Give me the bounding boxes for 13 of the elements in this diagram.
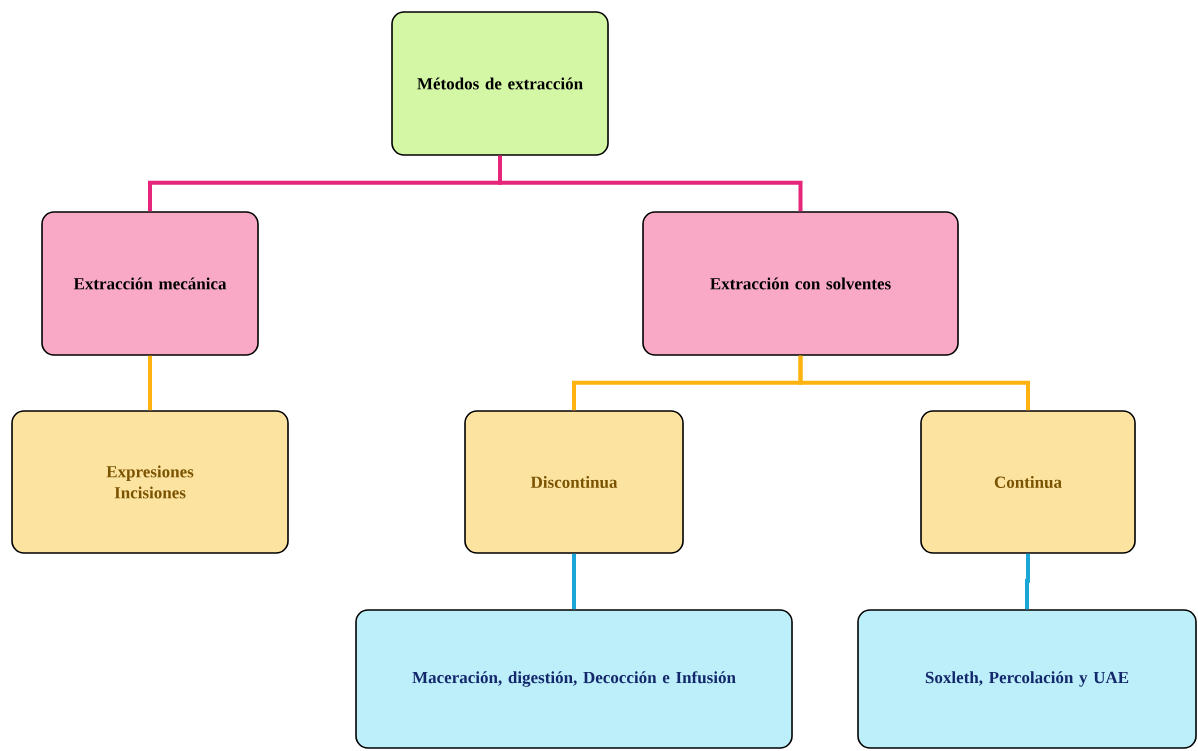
process-box: Métodos de extracción <box>391 11 609 156</box>
connector-line <box>148 355 152 411</box>
process-box: Discontinua <box>464 410 684 554</box>
connector-line <box>1025 553 1030 610</box>
connector-line <box>572 553 576 610</box>
process-box: Soxleth, Percolación y UAE <box>857 609 1197 749</box>
connector-line <box>798 355 1030 411</box>
process-box: Maceración, digestión, Decocción e Infusión <box>355 609 793 749</box>
process-box: Extracción con solventes <box>642 211 959 356</box>
process-box: Expresiones Incisiones <box>11 410 289 554</box>
process-box: Continua <box>920 410 1136 554</box>
connector-line <box>498 155 803 212</box>
process-box: Extracción mecánica <box>41 211 259 356</box>
